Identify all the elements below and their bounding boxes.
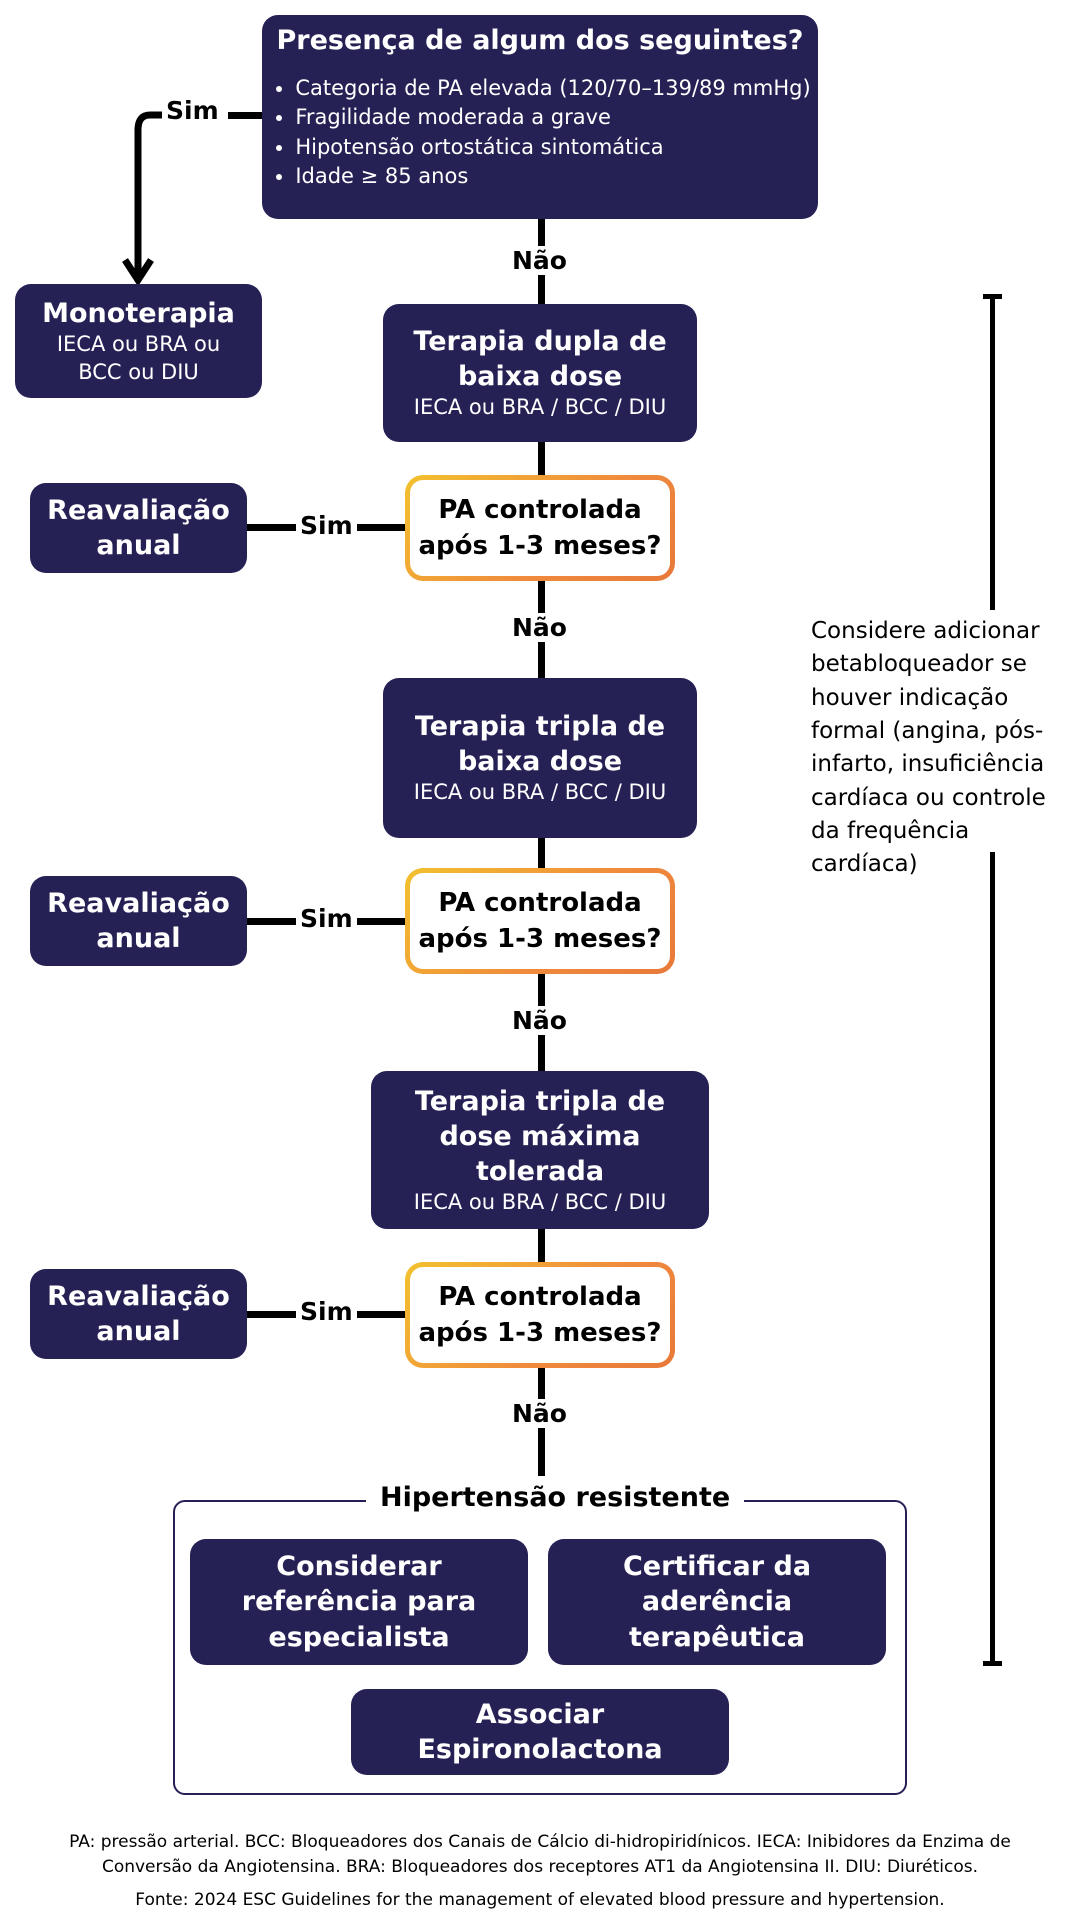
action-spironolactone: Associar Espironolactona <box>351 1689 729 1775</box>
monotherapy-box: Monoterapia IECA ou BRA ou BCC ou DIU <box>15 284 262 398</box>
label-sim-1: Sim <box>296 511 357 540</box>
reeval-text-2: Reavaliação anual <box>47 887 230 954</box>
monotherapy-title: Monoterapia <box>42 298 235 330</box>
connector-triple-to-decision2 <box>538 836 545 872</box>
label-nao-4: Não <box>508 1399 571 1428</box>
decision-text-1: PA controlada após 1-3 meses? <box>410 480 670 576</box>
triple-low-box: Terapia tripla de baixa dose IECA ou BRA… <box>383 678 697 838</box>
dual-therapy-title: Terapia dupla de baixa dose <box>413 326 667 393</box>
decision-box-3: PA controlada após 1-3 meses? <box>405 1262 675 1368</box>
action-spironolactone-text: Associar Espironolactona <box>417 1698 663 1765</box>
side-bracket-cap-top <box>983 294 1002 299</box>
footnote-source: Fonte: 2024 ESC Guidelines for the manag… <box>135 1890 945 1910</box>
reeval-box-2: Reavaliação anual <box>30 876 247 966</box>
side-bracket-lower <box>990 852 995 1664</box>
label-sim-top: Sim <box>162 96 223 125</box>
side-bracket-upper <box>990 294 995 610</box>
footnote-abbreviations: PA: pressão arterial. BCC: Bloqueadores … <box>69 1832 1011 1877</box>
reeval-text-3: Reavaliação anual <box>47 1280 230 1347</box>
decision-box-2: PA controlada após 1-3 meses? <box>405 868 675 974</box>
action-specialist: Considerar referência para especialista <box>190 1539 528 1665</box>
reeval-text-1: Reavaliação anual <box>47 494 230 561</box>
monotherapy-sub: IECA ou BRA ou BCC ou DIU <box>56 332 221 384</box>
connector-dual-to-decision1 <box>538 440 545 480</box>
decision-text-2: PA controlada após 1-3 meses? <box>410 873 670 969</box>
action-adherence-text: Certificar da aderência terapêutica <box>622 1551 812 1653</box>
triple-max-box: Terapia tripla de dose máxima tolerada I… <box>371 1071 709 1229</box>
criteria-box: Presença de algum dos seguintes? Categor… <box>262 15 818 219</box>
dual-therapy-box: Terapia dupla de baixa dose IECA ou BRA … <box>383 304 697 442</box>
decision-text-3: PA controlada após 1-3 meses? <box>410 1267 670 1363</box>
reeval-box-3: Reavaliação anual <box>30 1269 247 1359</box>
criteria-list: Categoria de PA elevada (120/70–139/89 m… <box>269 74 810 192</box>
decision-box-1: PA controlada após 1-3 meses? <box>405 475 675 581</box>
label-nao-3: Não <box>508 1006 571 1035</box>
dual-therapy-sub: IECA ou BRA / BCC / DIU <box>413 395 667 420</box>
criteria-item: Hipotensão ortostática sintomática <box>295 133 810 162</box>
criteria-item: Categoria de PA elevada (120/70–139/89 m… <box>295 74 810 103</box>
criteria-item: Idade ≥ 85 anos <box>295 162 810 191</box>
resistant-title: Hipertensão resistente <box>366 1482 745 1513</box>
connector-triplemax-to-decision3 <box>538 1228 545 1266</box>
triple-low-sub: IECA ou BRA / BCC / DIU <box>413 780 667 805</box>
connector-sim-top <box>228 112 266 119</box>
side-note: Considere adicionar betabloqueador se ho… <box>811 618 1046 878</box>
triple-low-title: Terapia tripla de baixa dose <box>414 711 666 778</box>
label-nao-1: Não <box>508 246 571 275</box>
criteria-item: Fragilidade moderada a grave <box>295 103 810 132</box>
triple-max-title: Terapia tripla de dose máxima tolerada <box>414 1085 666 1187</box>
reeval-box-1: Reavaliação anual <box>30 483 247 573</box>
criteria-title: Presença de algum dos seguintes? <box>276 25 804 56</box>
triple-max-sub: IECA ou BRA / BCC / DIU <box>413 1189 667 1214</box>
action-specialist-text: Considerar referência para especialista <box>241 1551 477 1653</box>
label-sim-2: Sim <box>296 904 357 933</box>
arrow-to-monotherapy <box>122 111 188 287</box>
action-adherence: Certificar da aderência terapêutica <box>548 1539 886 1665</box>
label-sim-3: Sim <box>296 1297 357 1326</box>
side-bracket-cap-bottom <box>983 1661 1002 1666</box>
label-nao-2: Não <box>508 613 571 642</box>
